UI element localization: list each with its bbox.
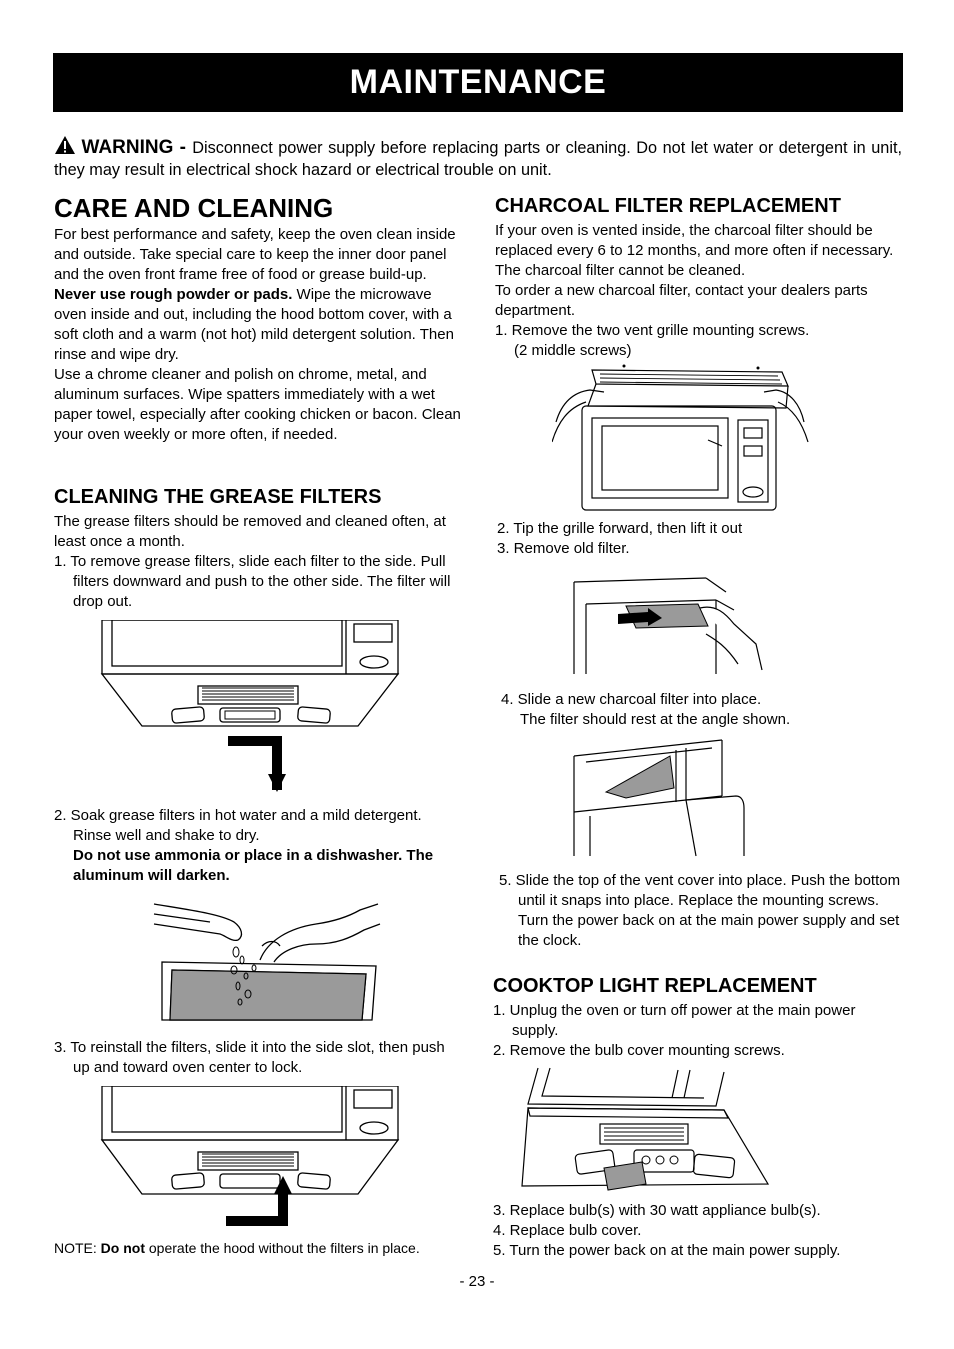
warning-label: WARNING — [81, 137, 174, 158]
cooktop-step-1: 1. Unplug the oven or turn off power at … — [493, 1002, 856, 1039]
charcoal-step-2: 2. Tip the grille forward, then lift it … — [497, 520, 743, 537]
remove-grease-filter-illustration — [100, 620, 400, 792]
care-bold-lead: Never use rough powder or pads. — [54, 286, 293, 303]
care-heading: CARE AND CLEANING — [54, 193, 334, 223]
charcoal-step-3: 3. Remove old filter. — [497, 540, 630, 557]
page-number: - 23 - — [459, 1273, 495, 1290]
warning-triangle-icon — [55, 136, 75, 154]
note-rest: operate the hood without the filters in … — [145, 1240, 420, 1256]
charcoal-step-5: 5. Slide the top of the vent cover into … — [499, 872, 901, 949]
charcoal-body-1: If your oven is vented inside, the charc… — [495, 221, 903, 361]
remove-old-filter-illustration — [573, 577, 763, 674]
note-prefix: NOTE: — [54, 1240, 101, 1256]
soak-filter-illustration — [153, 903, 381, 1021]
cooktop-step-3: 3. Replace bulb(s) with 30 watt applianc… — [493, 1202, 821, 1219]
grease-intro: The grease filters should be removed and… — [54, 513, 446, 550]
cooktop-step-5: 5. Turn the power back on at the main po… — [493, 1242, 841, 1259]
grease-body-3: 3. To reinstall the filters, slide it in… — [54, 1038, 462, 1078]
care-para-2: Never use rough powder or pads. Wipe the… — [54, 285, 462, 365]
charcoal-heading: CHARCOAL FILTER REPLACEMENT — [495, 195, 841, 217]
charcoal-body-4: 5. Slide the top of the vent cover into … — [499, 871, 903, 951]
charcoal-body-2: 2. Tip the grille forward, then lift it … — [497, 519, 903, 559]
charcoal-step-4b: The filter should rest at the angle show… — [520, 711, 791, 728]
new-filter-angle-illustration — [573, 739, 745, 857]
grease-step-3: 3. To reinstall the filters, slide it in… — [54, 1039, 445, 1076]
cooktop-body-2: 3. Replace bulb(s) with 30 watt applianc… — [493, 1201, 903, 1261]
grease-step-2: 2. Soak grease filters in hot water and … — [54, 807, 422, 844]
grease-body-2: 2. Soak grease filters in hot water and … — [54, 806, 462, 886]
page-title-banner: MAINTENANCE — [53, 53, 903, 112]
charcoal-intro-2: To order a new charcoal filter, contact … — [495, 282, 868, 319]
cooktop-heading: COOKTOP LIGHT REPLACEMENT — [493, 975, 817, 997]
warning-dash: - — [173, 137, 193, 158]
filter-note: NOTE: Do not operate the hood without th… — [54, 1238, 420, 1258]
grease-step-1: 1. To remove grease filters, slide each … — [54, 553, 451, 610]
vent-grille-illustration — [552, 364, 809, 511]
care-para-2-text: Wipe the microwave oven inside and out, … — [54, 286, 454, 363]
page-title: MAINTENANCE — [349, 63, 607, 101]
warning-text: Disconnect power supply before replacing… — [54, 139, 902, 179]
charcoal-step-4: 4. Slide a new charcoal filter into plac… — [501, 691, 762, 708]
grease-body-1: The grease filters should be removed and… — [54, 512, 462, 612]
care-para-1: For best performance and safety, keep th… — [54, 226, 456, 283]
grease-step-2-warning: Do not use ammonia or place in a dishwas… — [73, 847, 434, 884]
cooktop-step-2: 2. Remove the bulb cover mounting screws… — [493, 1042, 785, 1059]
bulb-cover-illustration — [521, 1067, 770, 1191]
warning-paragraph: WARNING - Disconnect power supply before… — [54, 135, 902, 181]
care-body: For best performance and safety, keep th… — [54, 225, 462, 445]
cooktop-body-1: 1. Unplug the oven or turn off power at … — [493, 1001, 903, 1061]
reinstall-filter-illustration — [100, 1086, 400, 1226]
charcoal-step-1b: (2 middle screws) — [514, 342, 632, 359]
care-para-3: Use a chrome cleaner and polish on chrom… — [54, 366, 461, 443]
charcoal-body-3: 4. Slide a new charcoal filter into plac… — [501, 690, 903, 730]
grease-heading: CLEANING THE GREASE FILTERS — [54, 486, 382, 508]
note-bold: Do not — [100, 1240, 145, 1256]
charcoal-intro-1: If your oven is vented inside, the charc… — [495, 222, 894, 279]
cooktop-step-4: 4. Replace bulb cover. — [493, 1222, 642, 1239]
charcoal-step-1: 1. Remove the two vent grille mounting s… — [495, 322, 810, 339]
